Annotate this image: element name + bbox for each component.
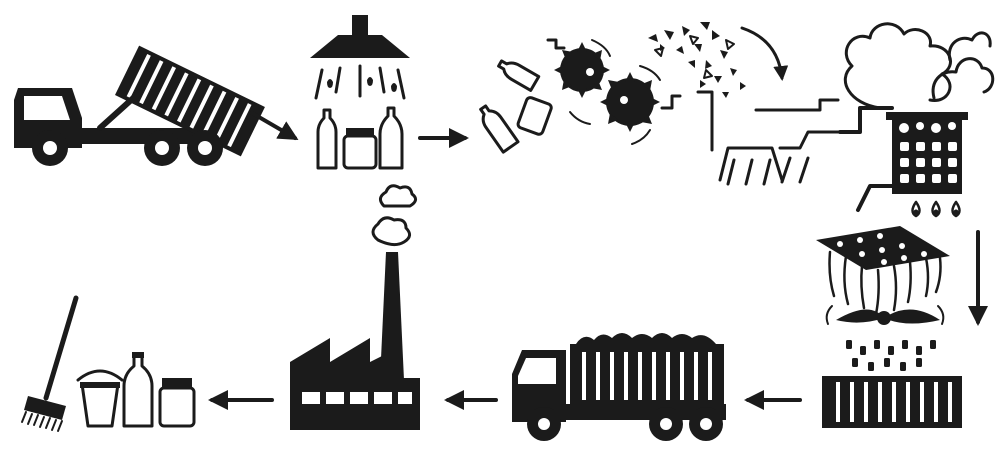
shredder-blades-icon [479, 22, 842, 186]
pellet-machine-icon [816, 226, 962, 428]
cargo-truck-icon [512, 333, 726, 441]
washing-shower-icon [310, 15, 410, 170]
factory-icon [290, 184, 420, 430]
melting-vat-icon [838, 22, 995, 218]
dump-truck-icon [14, 45, 265, 166]
recycled-products-icon [21, 295, 196, 432]
flow-arrow-1 [250, 111, 299, 141]
